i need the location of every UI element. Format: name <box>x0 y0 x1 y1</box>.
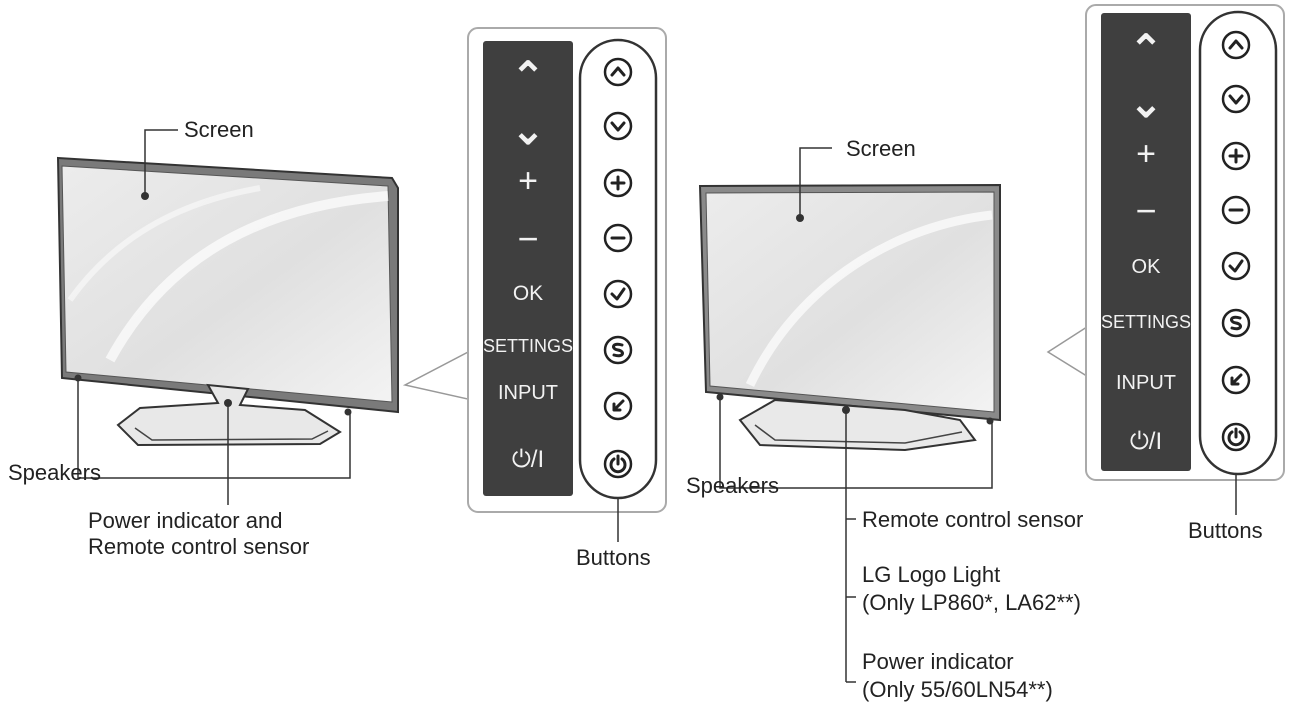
down-icon[interactable] <box>603 111 633 141</box>
left-buttons-label: Buttons <box>576 545 651 570</box>
input-icon-glyph <box>1230 373 1243 386</box>
right-tv <box>698 147 1091 683</box>
plus-icon-glyph <box>1228 148 1244 164</box>
left-power-label-1: Power indicator and <box>88 508 283 533</box>
right-button-panel <box>1085 4 1285 515</box>
panel-label-6: INPUT <box>1116 372 1176 394</box>
up-icon-glyph <box>610 66 626 77</box>
left-speakers-label: Speakers <box>8 460 101 485</box>
panel-label-1: ⌄ <box>1129 82 1163 126</box>
panel-label-4: OK <box>1131 256 1161 278</box>
settings-icon-glyph <box>612 342 624 358</box>
up-icon[interactable] <box>1221 30 1251 60</box>
panel-label-2: + <box>1136 135 1156 173</box>
power-icon-glyph <box>1227 427 1245 447</box>
panel-label-3: − <box>517 218 539 259</box>
panel-label-6: INPUT <box>498 382 558 404</box>
panel-label-2: + <box>518 162 538 200</box>
ok-check-icon-glyph <box>610 287 626 301</box>
right-speakers-label: Speakers <box>686 473 779 498</box>
panel-label-7: ⏻/I <box>511 446 545 473</box>
panel-label-3: − <box>1135 190 1157 231</box>
panel-label-5: SETTINGS <box>1101 312 1192 332</box>
panel-label-4: OK <box>512 282 544 305</box>
down-icon-glyph <box>1228 94 1244 105</box>
up-icon-glyph <box>1228 39 1244 50</box>
up-icon[interactable] <box>603 57 633 87</box>
right-logo-light-label-1: LG Logo Light <box>862 562 1001 587</box>
panel-label-5: SETTINGS <box>483 336 574 356</box>
left-power-label-2: Remote control sensor <box>88 534 310 559</box>
plus-icon-glyph <box>610 175 626 191</box>
right-buttons-label: Buttons <box>1188 518 1263 543</box>
right-power-indicator-label-2: (Only 55/60LN54**) <box>862 677 1053 702</box>
right-button-circles <box>1221 30 1251 452</box>
right-logo-light-label-2: (Only LP860*, LA62**) <box>862 590 1081 615</box>
panel-label-0: ⌃ <box>1129 28 1163 72</box>
ok-check-icon[interactable] <box>603 279 633 309</box>
panel-label-1: ⌄ <box>511 109 545 153</box>
power-icon-glyph <box>609 454 627 474</box>
ok-check-icon[interactable] <box>1221 251 1251 281</box>
down-icon-glyph <box>610 121 626 132</box>
right-power-indicator-label-1: Power indicator <box>862 649 1014 674</box>
panel-label-0: ⌃ <box>511 55 545 99</box>
input-icon-glyph <box>612 399 625 412</box>
left-button-circles <box>603 57 633 479</box>
right-remote-sensor-label: Remote control sensor <box>862 507 1084 532</box>
left-button-panel <box>467 27 667 542</box>
ok-check-icon-glyph <box>1228 259 1244 273</box>
right-screen-label: Screen <box>846 136 916 161</box>
settings-icon-glyph <box>1230 315 1242 331</box>
left-screen-label: Screen <box>184 117 254 142</box>
down-icon[interactable] <box>1221 84 1251 114</box>
panel-label-7: ⏻/I <box>1129 428 1163 455</box>
left-tv <box>56 129 473 505</box>
